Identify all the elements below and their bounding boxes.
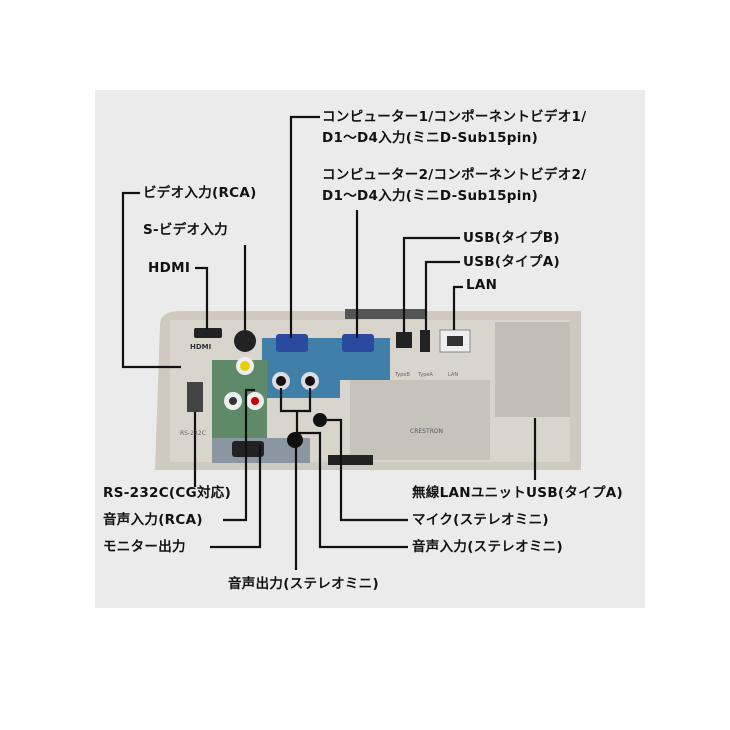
label-audio-in-rca: 音声入力(RCA) [103, 512, 203, 528]
panel-typea-text: TypeA [418, 372, 433, 378]
vga1-port [276, 334, 308, 352]
label-s-video: S-ビデオ入力 [143, 222, 228, 238]
audio-mini1-port [276, 376, 286, 386]
panel-lan-text: LAN [448, 372, 459, 378]
label-lan: LAN [466, 277, 498, 293]
label-computer1: コンピューター1/コンポーネントビデオ1/D1～D4入力(ミニD-Sub15pi… [322, 109, 586, 146]
wireless-lan-bay [495, 322, 570, 417]
crestron-plate [350, 380, 490, 460]
panel-crestron-logo: CRESTRON [410, 428, 444, 435]
label-computer2: コンピューター2/コンポーネントビデオ2/D1～D4入力(ミニD-Sub15pi… [322, 167, 586, 204]
label-computer1-line1: コンピューター1/コンポーネントビデオ1/ [322, 109, 587, 125]
panel-body [155, 309, 581, 470]
audio-out-port [287, 432, 303, 448]
label-computer1-line2: D1～D4入力(ミニD-Sub15pin) [322, 130, 539, 146]
video-rca-port [240, 361, 250, 371]
audio-mini2-port [305, 376, 315, 386]
label-mic: マイク(ステレオミニ) [412, 512, 549, 528]
usb-a-port [420, 330, 430, 352]
monitor-out-port [232, 441, 264, 457]
label-audio-in-mini: 音声入力(ステレオミニ) [412, 539, 563, 555]
label-hdmi: HDMI [148, 260, 191, 276]
label-computer2-line1: コンピューター2/コンポーネントビデオ2/ [322, 167, 587, 183]
hdmi-port [194, 328, 222, 338]
label-usb-b: USB(タイプB) [463, 230, 560, 246]
label-rs232c: RS-232C(CG対応) [103, 485, 232, 501]
audio-rca-right-port [251, 397, 259, 405]
rs232c-port [187, 382, 203, 412]
label-audio-out: 音声出力(ステレオミニ) [228, 576, 379, 592]
label-computer2-line2: D1～D4入力(ミニD-Sub15pin) [322, 188, 539, 204]
mic-port [313, 413, 327, 427]
computer-port-area [262, 338, 390, 398]
label-wireless-lan-usb: 無線LANユニットUSB(タイプA) [412, 485, 624, 501]
label-usb-a: USB(タイプA) [463, 254, 560, 270]
label-video-rca: ビデオ入力(RCA) [143, 185, 257, 201]
panel-hdmi-text: HDMI [190, 343, 212, 351]
lan-port [447, 336, 463, 346]
usb-b-port [396, 332, 412, 348]
s-video-port [234, 330, 256, 352]
panel-typeb-text: TypeB [395, 372, 410, 378]
label-monitor-out: モニター出力 [103, 539, 186, 555]
ports [187, 328, 471, 457]
audio-rca-left-port [229, 397, 237, 405]
panel-rs232c-text: RS-232C [180, 430, 206, 437]
vga2-port [342, 334, 374, 352]
leader-lines [121, 115, 537, 570]
